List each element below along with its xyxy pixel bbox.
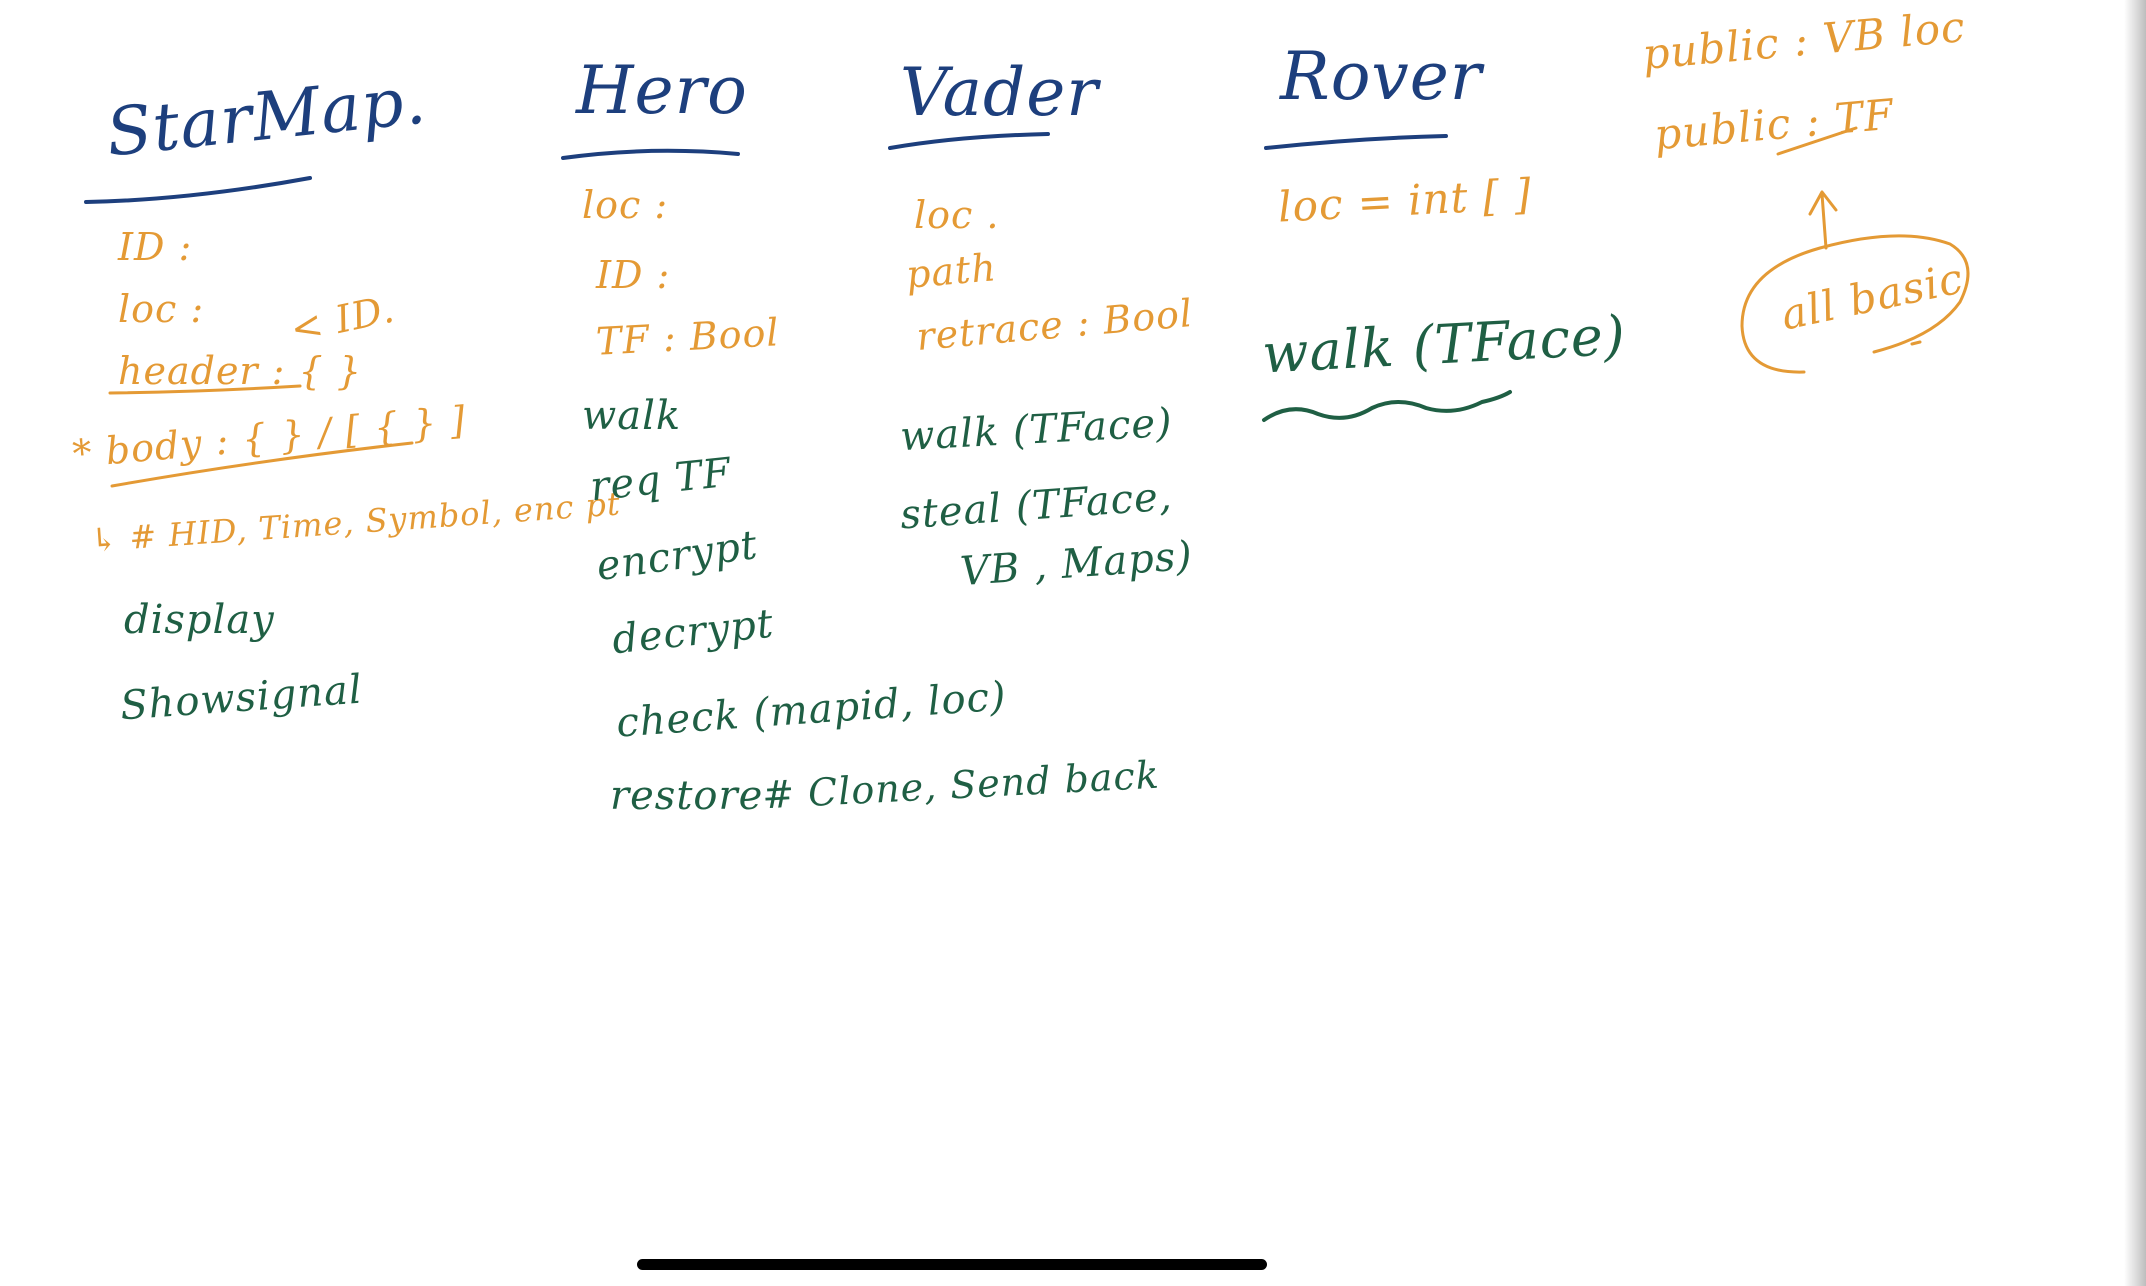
home-indicator[interactable] [637, 1259, 1267, 1270]
hero-underline [561, 148, 740, 160]
starmap-field-header: header : { } [118, 349, 362, 393]
header-underline [108, 384, 302, 395]
starmap-field-id: ID : [118, 225, 193, 269]
hero-method-walk: walk [582, 393, 682, 439]
hero-field-id: ID : [596, 253, 671, 297]
rover-field-loc: loc = int [ ] [1276, 169, 1534, 232]
rover-underline [1264, 134, 1448, 150]
rover-walk-underline [1262, 390, 1512, 422]
hero-title: Hero [576, 52, 748, 129]
circle-outline [1740, 234, 1970, 374]
vader-underline [888, 132, 1050, 150]
vader-field-path: path [904, 245, 999, 297]
arrow-up-icon [1808, 190, 1838, 250]
tf-underline [1776, 126, 1858, 156]
starmap-underline [84, 176, 312, 204]
vader-field-loc: loc . [914, 193, 1000, 237]
hero-field-loc: loc : [582, 183, 669, 227]
rover-title: Rover [1280, 38, 1483, 115]
page-edge-shadow [2124, 0, 2146, 1286]
starmap-method-display: display [124, 597, 275, 643]
vader-title: Vader [900, 54, 1099, 131]
starmap-field-loc: loc : [118, 287, 205, 331]
hero-field-tf: TF : Bool [594, 310, 781, 364]
hero-method-restore: restore [610, 773, 764, 819]
circle-tick [1910, 340, 1922, 346]
body-underline [110, 441, 414, 488]
